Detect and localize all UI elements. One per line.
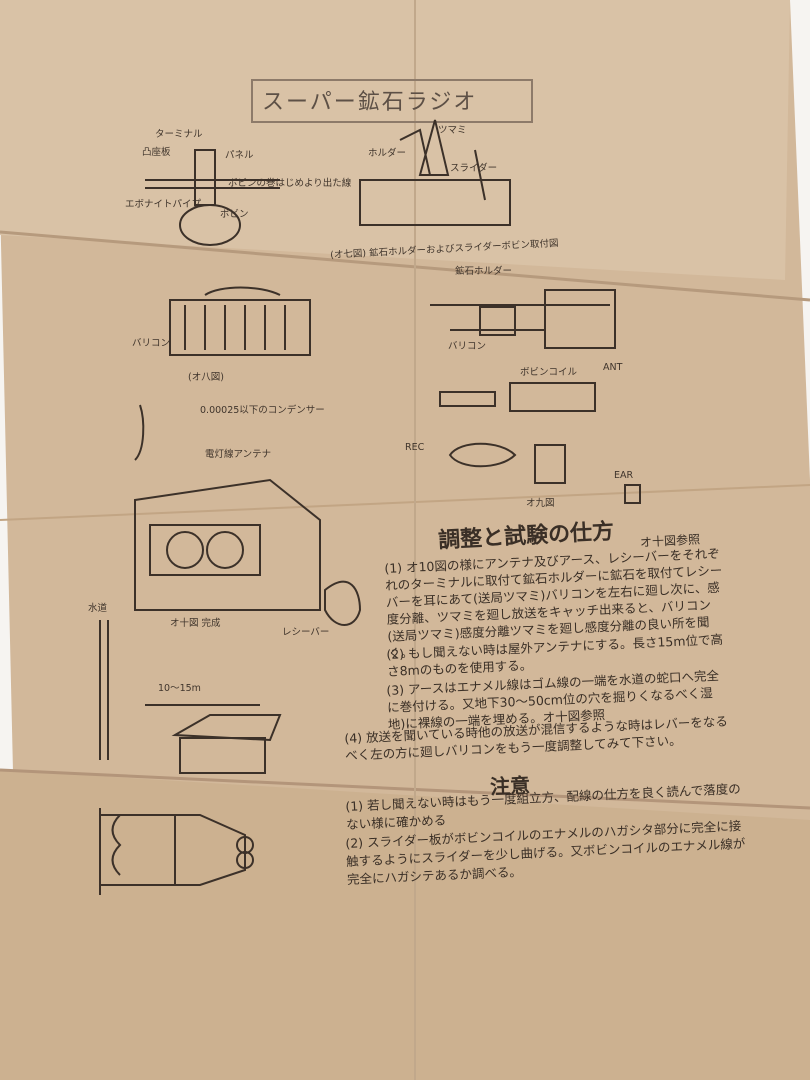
label-knob: ツマミ <box>438 125 467 136</box>
label-panel: パネル <box>225 150 254 161</box>
label-receiver: レシーバー <box>282 627 330 638</box>
label-water: 水道 <box>88 603 108 614</box>
label-varicon-right: バリコン <box>448 341 487 352</box>
label-crystal-holder: 鉱石ホルダー <box>455 266 513 277</box>
label-condenser: 0.00025以下のコンデンサー <box>200 405 325 416</box>
label-fig9: オ九図 <box>526 498 555 509</box>
label-bobbin-winding: ボビンの巻はじめより出た線 <box>228 178 352 189</box>
label-convex-plate: 凸座板 <box>142 147 171 158</box>
label-slider: スライダー <box>450 163 498 174</box>
label-holder: ホルダー <box>368 148 407 159</box>
label-ant: ANT <box>603 362 623 373</box>
label-fig8: (オ八図) <box>188 372 224 383</box>
label-bobbin-coil: ボビンコイル <box>520 367 578 378</box>
label-ebonite-pipe: エボナイトパイプ <box>125 199 202 210</box>
label-rec: REC <box>405 442 425 453</box>
label-bobbin: ボビン <box>220 209 249 220</box>
label-fig10: オ十図 完成 <box>170 618 221 629</box>
label-light-antenna: 電灯線アンテナ <box>205 449 272 460</box>
label-ear: EAR <box>614 470 634 481</box>
label-terminal: ターミナル <box>155 129 203 140</box>
label-varicon-left: バリコン <box>132 338 171 349</box>
document-title: スーパー鉱石ラジオ <box>262 90 478 115</box>
label-distance: 10〜15m <box>158 683 201 694</box>
